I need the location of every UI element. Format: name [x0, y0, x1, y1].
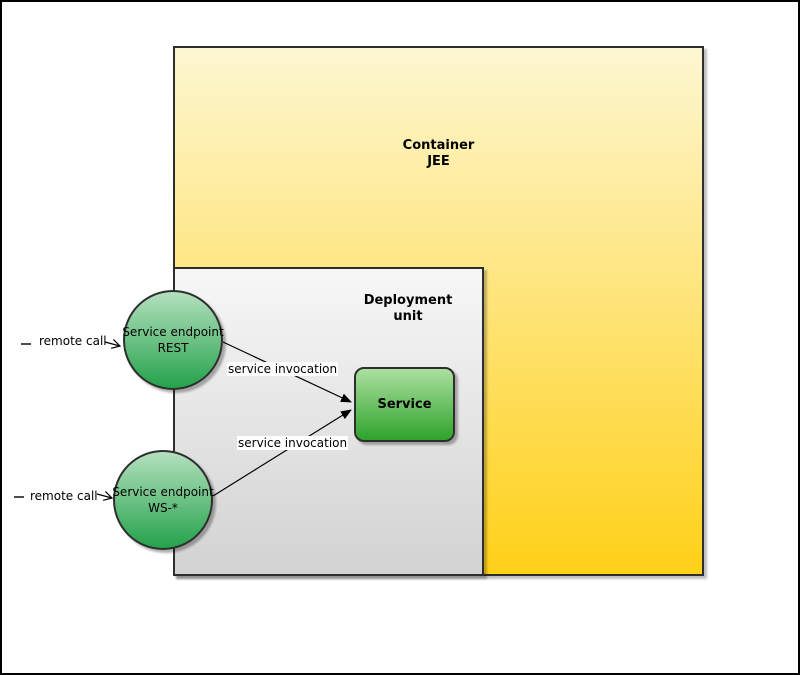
endpoint-ws-subtitle: WS-*: [148, 501, 178, 515]
deployment-unit-label: Deployment unit: [308, 293, 508, 325]
container-title: Container: [402, 138, 475, 153]
service-invocation-label-ws: service invocation: [237, 436, 349, 450]
service-node[interactable]: Service: [354, 367, 455, 442]
container-label: Container JEE: [173, 138, 704, 170]
container-subtitle: JEE: [427, 154, 450, 169]
remote-call-arrow-ws: [96, 491, 114, 501]
remote-call-label-rest: remote call: [39, 334, 107, 348]
service-endpoint-ws-node[interactable]: Service endpoint WS-*: [112, 450, 214, 550]
deployment-unit-subtitle: unit: [393, 309, 423, 324]
endpoint-ws-title: Service endpoint: [112, 485, 214, 499]
service-endpoint-rest-node[interactable]: Service endpoint REST: [122, 290, 224, 390]
service-invocation-label-rest: service invocation: [227, 362, 339, 376]
deployment-unit-title: Deployment: [363, 293, 453, 308]
service-label: Service: [377, 397, 432, 412]
remote-call-label-ws: remote call: [30, 489, 98, 503]
endpoint-rest-subtitle: REST: [157, 341, 189, 355]
endpoint-rest-title: Service endpoint: [122, 325, 224, 339]
